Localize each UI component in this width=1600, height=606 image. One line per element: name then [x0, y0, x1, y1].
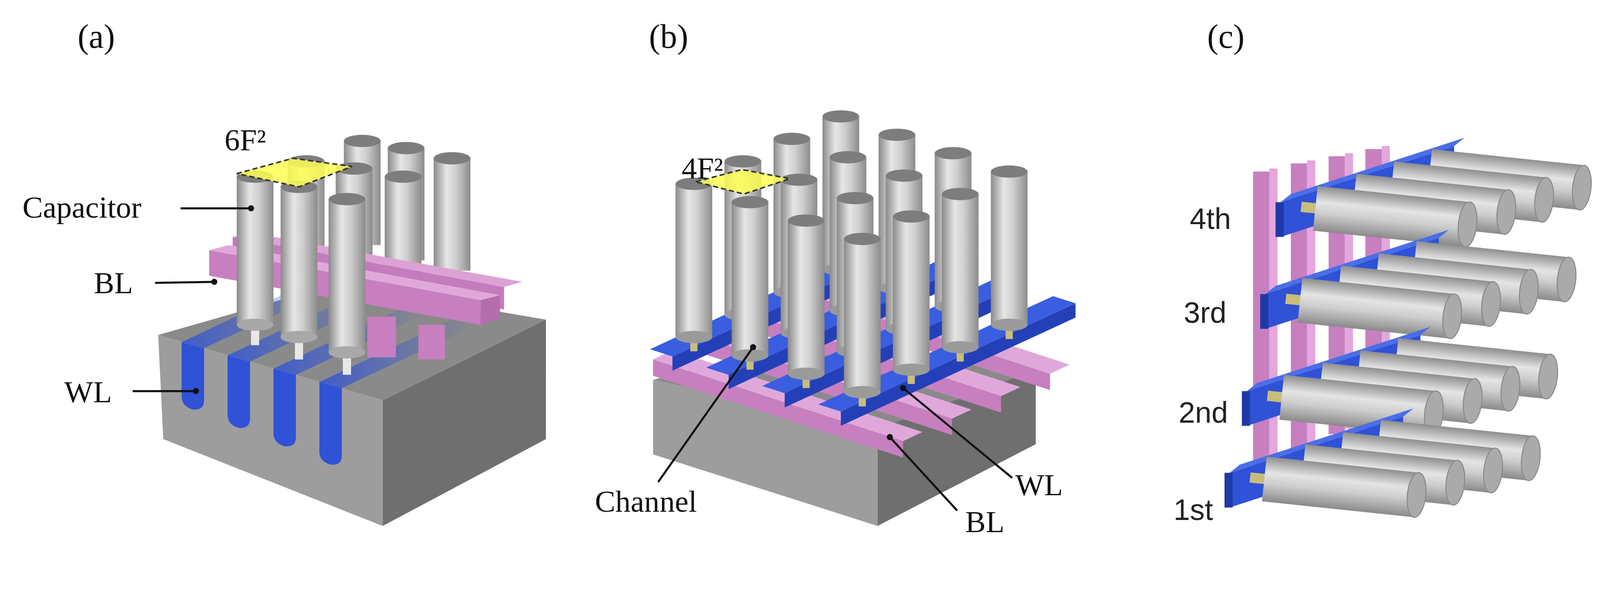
capacitor-cylinder: [236, 170, 366, 375]
bit-line: [367, 316, 396, 358]
leader-line: [658, 346, 754, 482]
capacitor-cylinder: [328, 345, 366, 359]
leader-dot: [750, 343, 757, 350]
capacitor-cylinder: [1298, 184, 1479, 248]
panel-label: (a): [77, 20, 116, 55]
part-label: BL: [93, 267, 133, 299]
capacitor-cylinder: [731, 195, 769, 370]
capacitor-cylinder: [384, 170, 422, 183]
leader-dot: [247, 205, 254, 212]
capacitor-cylinder: [433, 158, 471, 271]
word-line: [227, 355, 251, 428]
capacitor-cylinder: [941, 187, 979, 362]
leader-line: [180, 207, 251, 210]
bit-line-pillar: [1253, 171, 1270, 475]
word-line: [1260, 293, 1269, 329]
capacitor-cylinder: [1283, 276, 1464, 340]
capacitor-cylinder: [280, 330, 318, 343]
capacitor-cylinder: [892, 210, 930, 384]
panel-label: (c): [1207, 20, 1245, 55]
leader-line: [132, 208, 252, 392]
leader-dot: [886, 433, 893, 440]
leader-dot: [192, 387, 199, 394]
substrate-block: [158, 334, 383, 526]
capacitor-cylinder: [1247, 454, 1429, 518]
capacitor-cylinder: [328, 198, 366, 353]
bit-line: [480, 294, 501, 325]
part-label: Channel: [595, 485, 698, 517]
word-line: [181, 342, 205, 410]
leader-line: [902, 387, 1013, 478]
leader-line: [132, 389, 197, 392]
capacitor-cylinder: [328, 192, 366, 205]
leader-dot: [211, 278, 218, 285]
word-line: [319, 381, 343, 465]
word-line: [273, 368, 297, 447]
capacitor-cylinder: [1283, 239, 1579, 340]
capacitor-cylinder: [236, 176, 274, 325]
word-line: [1241, 390, 1251, 426]
cell-size-label: 4F²: [681, 153, 724, 185]
capacitor-cylinder: [280, 186, 318, 337]
word-line: [1275, 201, 1284, 237]
part-label: WL: [1015, 469, 1064, 501]
layer-label: 1st: [1173, 494, 1213, 525]
leader-line: [154, 281, 214, 283]
layer-label: 2nd: [1178, 398, 1228, 428]
cell-size-label: 6F²: [224, 124, 267, 156]
capacitor-cylinder: [675, 177, 713, 352]
leader-dot: [750, 343, 907, 440]
part-label: BL: [965, 506, 1005, 537]
capacitor-cylinder: [1264, 336, 1560, 437]
layer-label: 3rd: [1183, 297, 1227, 328]
leader-line: [658, 346, 1013, 511]
leader-dot: [899, 384, 906, 391]
part-label: Capacitor: [22, 191, 142, 223]
capacitor-cylinder: [387, 141, 425, 155]
capacitor-cylinder: [433, 151, 471, 165]
capacitor-cylinder: [787, 214, 825, 389]
part-label: WL: [64, 376, 112, 408]
word-line: [1224, 472, 1233, 507]
capacitor-cylinder: [343, 134, 381, 147]
capacitor-cylinder: [236, 318, 274, 331]
capacitor-cylinder: [675, 110, 1028, 407]
leader-line: [889, 436, 958, 511]
capacitor-cylinder: [990, 165, 1028, 340]
layer-label: 4th: [1189, 204, 1232, 234]
panel-label: (b): [648, 20, 689, 55]
capacitor-cylinder: [843, 232, 881, 407]
capacitor-cylinder: [1247, 418, 1543, 518]
leader-dot: [192, 205, 254, 395]
bit-line: [418, 324, 445, 360]
cell-area-marker: [236, 158, 353, 187]
capacitor-cylinder: [1298, 147, 1594, 248]
